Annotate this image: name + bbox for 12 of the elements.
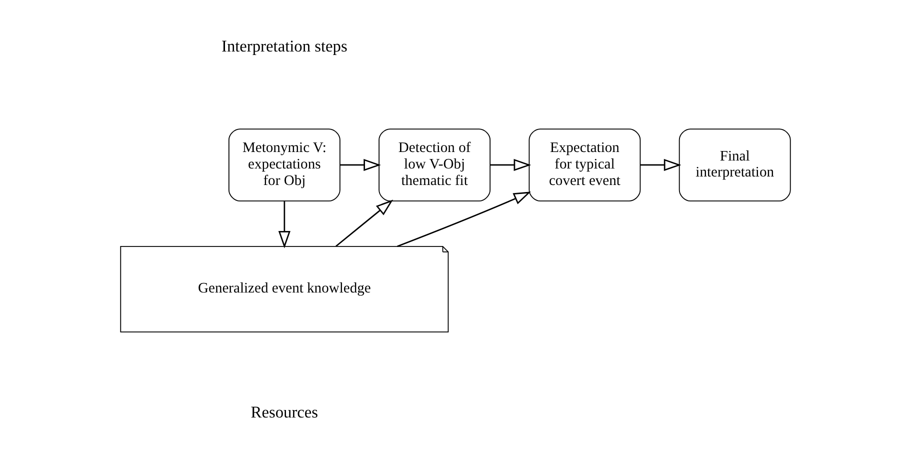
label: Interpretation steps xyxy=(221,36,347,56)
node-box: Expectation for typical covert event xyxy=(528,128,640,202)
arrow xyxy=(335,200,393,247)
node-box: Final interpretation xyxy=(678,128,790,202)
arrow xyxy=(340,158,380,172)
node-box: Detection of low V-Obj thematic fit xyxy=(378,128,490,202)
node-box: Metonymic V: expectations for Obj xyxy=(228,128,340,202)
arrow xyxy=(490,158,531,172)
label: Resources xyxy=(250,402,318,422)
arrow xyxy=(640,158,681,172)
arrow xyxy=(278,200,290,248)
arrow xyxy=(396,192,530,248)
